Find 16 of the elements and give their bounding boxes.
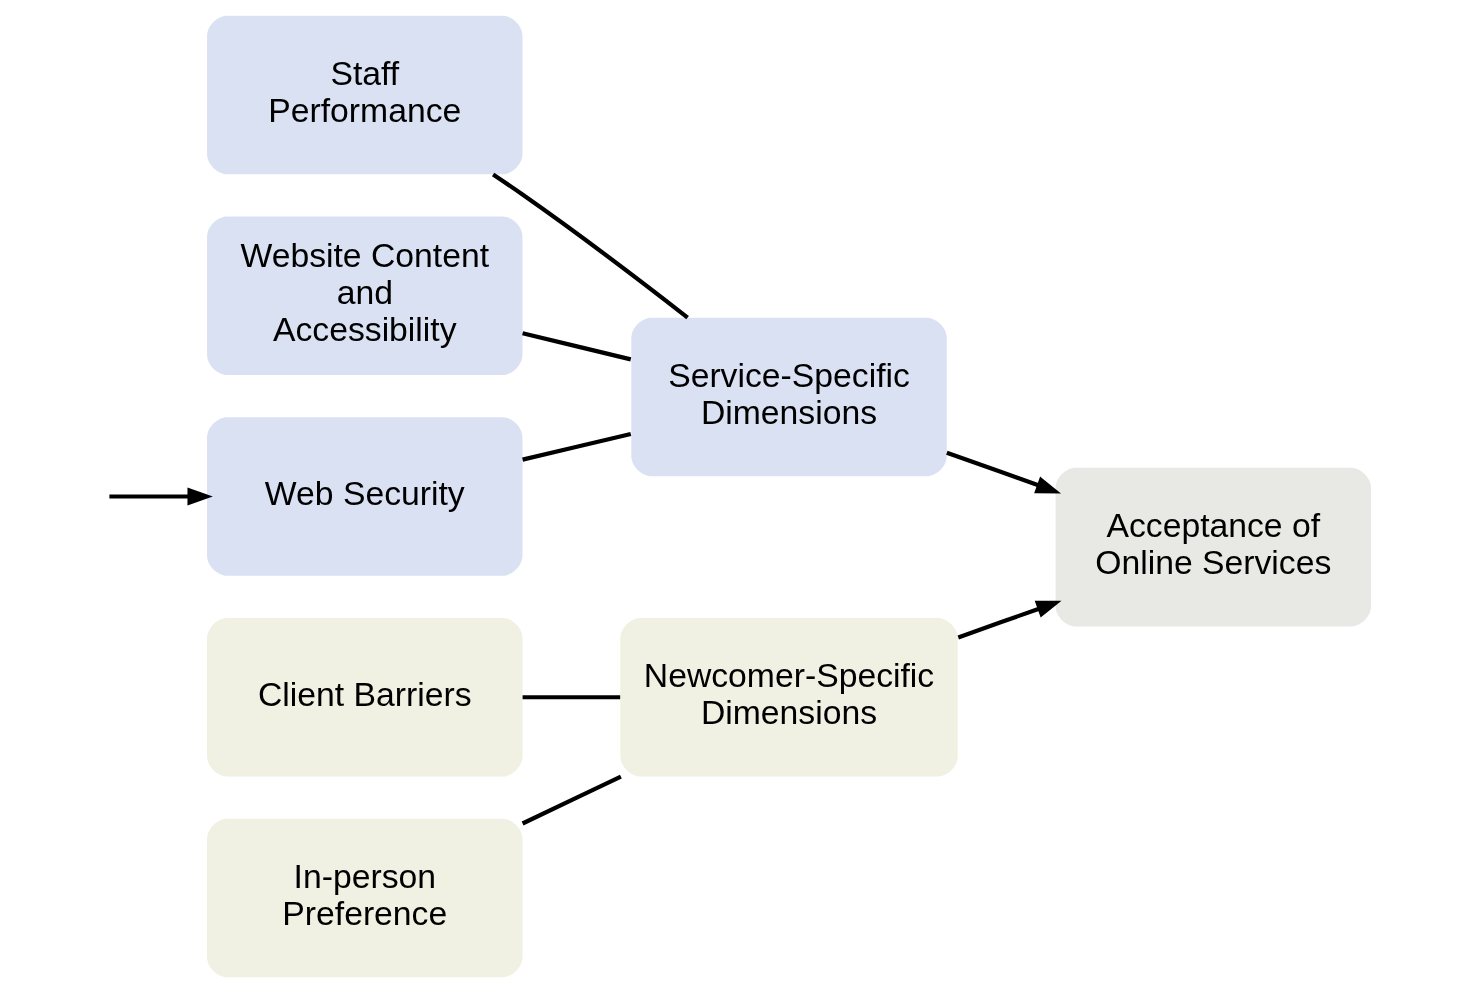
node-box: Staff Performance (206, 15, 522, 174)
node-box: Newcomer-Specific Dimensions (619, 617, 958, 776)
connector (491, 172, 689, 319)
node-box: Service-Specific Dimensions (630, 317, 947, 476)
connector (521, 330, 631, 361)
connector (521, 774, 622, 825)
connector (521, 431, 631, 462)
arrow (945, 450, 1061, 493)
node-box: Client Barriers (206, 617, 522, 776)
arrow (957, 600, 1062, 639)
arrow (108, 487, 213, 505)
node-box: Acceptance of Online Services (1055, 467, 1371, 626)
connector (522, 694, 620, 699)
node-box: In-person Preference (206, 818, 522, 977)
node-box: Website Content and Accessibility (206, 216, 522, 375)
node-box: Web Security (206, 416, 522, 576)
